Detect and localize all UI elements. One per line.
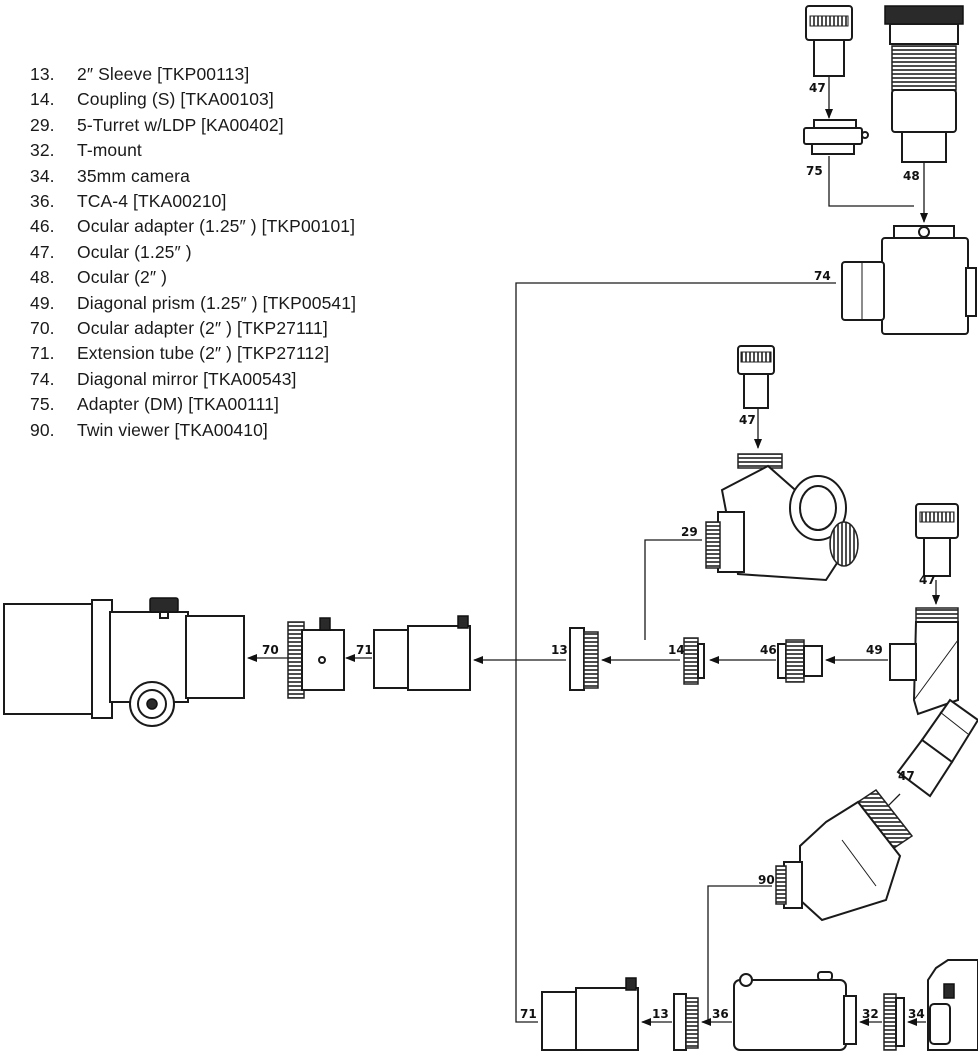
callout-46: 46: [760, 643, 777, 657]
callout-32: 32: [862, 1007, 879, 1021]
callout-47: 47: [809, 81, 826, 95]
legend-description: 2″ Sleeve [TKP00113]: [77, 64, 250, 84]
t-mount-32: [883, 993, 905, 1051]
legend-description: Adapter (DM) [TKA00111]: [77, 394, 280, 415]
callout-47: 47: [739, 413, 756, 427]
ocular-47-prism: [915, 503, 959, 577]
legend-item: 75. Adapter (DM) [TKA00111]: [30, 392, 500, 417]
legend-description: Twin viewer [TKA00410]: [77, 419, 268, 440]
callout-13: 13: [652, 1007, 669, 1021]
callout-14: 14: [668, 643, 685, 657]
callout-71: 71: [356, 643, 373, 657]
parts-legend: 13. 2″ Sleeve [TKP00113] 14. Coupling (S) …: [30, 62, 500, 443]
callout-70: 70: [262, 643, 279, 657]
diagonal-mirror-74: [841, 225, 977, 335]
legend-description: Ocular adapter (1.25″ ) [TKP00101]: [77, 216, 356, 237]
callout-13: 13: [551, 643, 568, 657]
ocular-47-top: [805, 5, 853, 77]
legend-item: 14. Coupling (S) [TKA00103]: [30, 87, 500, 112]
callout-36: 36: [712, 1007, 729, 1021]
legend-description: TCA-4 [TKA00210]: [77, 191, 227, 212]
legend-item: 32. T-mount: [30, 138, 500, 163]
legend-description: Coupling (S) [TKA00103]: [77, 89, 274, 110]
connector-74-to-bottom: [515, 282, 836, 1023]
legend-description: Ocular (1.25″ ): [77, 241, 192, 262]
legend-description: Ocular (2″ ): [77, 267, 168, 288]
tca4-36: [733, 971, 857, 1051]
legend-item: 49. Diagonal prism (1.25″ ) [TKP00541]: [30, 291, 500, 316]
legend-item: 36. TCA-4 [TKA00210]: [30, 189, 500, 214]
callout-48: 48: [903, 169, 920, 183]
legend-number: 71.: [30, 343, 55, 364]
legend-number: 13.: [30, 64, 55, 84]
extension-tube-71-bot: [541, 977, 639, 1051]
legend-number: 29.: [30, 114, 55, 135]
sleeve-13-mid: [569, 627, 599, 691]
legend-number: 47.: [30, 241, 55, 262]
coupling-14: [683, 637, 705, 685]
legend-item: 13. 2″ Sleeve [TKP00113]: [30, 62, 500, 87]
ocular-adapter-46: [777, 639, 823, 683]
ocular-47-twin: [896, 698, 978, 798]
extension-tube-71-mid: [373, 615, 471, 691]
legend-number: 90.: [30, 419, 55, 440]
legend-item: 90. Twin viewer [TKA00410]: [30, 418, 500, 443]
callout-75: 75: [806, 164, 823, 178]
callout-29: 29: [681, 525, 698, 539]
callout-90: 90: [758, 873, 775, 887]
legend-number: 34.: [30, 165, 55, 186]
legend-number: 36.: [30, 191, 55, 212]
legend-description: Extension tube (2″ ) [TKP27112]: [77, 343, 330, 364]
legend-description: 35mm camera: [77, 165, 190, 186]
callout-47: 47: [919, 573, 936, 587]
legend-description: 5-Turret w/LDP [KA00402]: [77, 114, 284, 135]
legend-number: 49.: [30, 292, 55, 313]
legend-number: 46.: [30, 216, 55, 237]
ocular-47-turret: [737, 345, 775, 409]
ocular-adapter-70: [287, 617, 345, 699]
legend-number: 32.: [30, 140, 55, 161]
callout-49: 49: [866, 643, 883, 657]
connector-90: [707, 885, 772, 1022]
turret-29: [705, 453, 859, 582]
camera-34: [927, 959, 978, 1051]
connector-75-to-74: [828, 156, 914, 207]
twin-viewer-90: [775, 788, 914, 922]
legend-description: Diagonal mirror [TKA00543]: [77, 368, 297, 389]
legend-item: 29. 5-Turret w/LDP [KA00402]: [30, 113, 500, 138]
callout-47: 47: [898, 769, 915, 783]
adapter-75: [803, 119, 869, 155]
ocular-48: [884, 5, 964, 163]
legend-item: 46. Ocular adapter (1.25″ ) [TKP00101]: [30, 214, 500, 239]
legend-description: T-mount: [77, 140, 142, 161]
legend-number: 75.: [30, 394, 55, 415]
legend-item: 34. 35mm camera: [30, 164, 500, 189]
legend-item: 74. Diagonal mirror [TKA00543]: [30, 367, 500, 392]
telescope-body: [3, 597, 245, 727]
diagonal-prism-49: [889, 607, 959, 716]
legend-description: Diagonal prism (1.25″ ) [TKP00541]: [77, 292, 357, 313]
legend-number: 48.: [30, 267, 55, 288]
sleeve-13-bot: [673, 993, 699, 1051]
legend-description: Ocular adapter (2″ ) [TKP27111]: [77, 318, 328, 339]
connector-29: [644, 539, 702, 640]
callout-74: 74: [814, 269, 831, 283]
legend-item: 47. Ocular (1.25″ ): [30, 240, 500, 265]
legend-item: 71. Extension tube (2″ ) [TKP27112]: [30, 341, 500, 366]
legend-number: 70.: [30, 318, 55, 339]
legend-item: 70. Ocular adapter (2″ ) [TKP27111]: [30, 316, 500, 341]
legend-number: 74.: [30, 368, 55, 389]
legend-item: 48. Ocular (2″ ): [30, 265, 500, 290]
callout-71: 71: [520, 1007, 537, 1021]
legend-number: 14.: [30, 89, 55, 110]
callout-34: 34: [908, 1007, 925, 1021]
